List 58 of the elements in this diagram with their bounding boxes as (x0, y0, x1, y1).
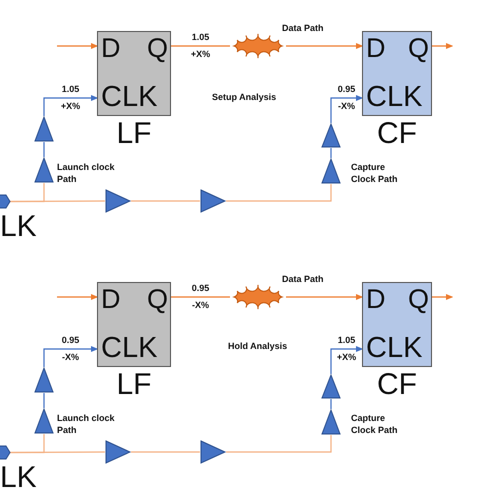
connector-line (171, 296, 230, 298)
path-label: Capture Clock Path (351, 412, 399, 436)
path-label: Launch clock Path (57, 412, 116, 436)
flip-flop-box (362, 31, 432, 116)
edge-label: 0.95 -X% (60, 334, 80, 364)
edge-label: 1.05 +X% (336, 334, 358, 364)
flip-flop-name: CF (376, 118, 418, 150)
connector-line (286, 294, 364, 300)
pin-label: CLK (101, 334, 158, 363)
connector-line (330, 148, 332, 158)
pin-label: Q (408, 286, 429, 313)
connector-line (330, 346, 364, 374)
connector-line (43, 393, 45, 408)
connector-line (131, 200, 200, 202)
connector-line (432, 294, 454, 300)
connector-line (43, 346, 98, 367)
connector-line (131, 451, 200, 453)
flip-flop-box (362, 282, 432, 367)
edge-label: 1.05 +X% (60, 83, 82, 113)
flip-flop-box (97, 282, 171, 367)
edge-label: 0.95 -X% (336, 83, 356, 113)
connector-line (330, 95, 364, 123)
analysis-title: Setup Analysis (212, 91, 276, 103)
pin-label: D (101, 35, 120, 62)
pin-label: CLK (366, 334, 422, 363)
connector-line (330, 399, 332, 409)
edge-label: 0.95 -X% (190, 282, 210, 312)
path-label: Launch clock Path (57, 161, 116, 185)
analysis-title: Hold Analysis (228, 340, 288, 352)
path-label: Data Path (282, 273, 325, 285)
pin-label: D (366, 35, 386, 62)
connector-line (226, 184, 332, 202)
flip-flop-name: LF (115, 369, 152, 401)
connector-line (43, 142, 45, 157)
flip-flop-name: LF (115, 118, 152, 150)
connector-line (43, 95, 98, 116)
connector-line (286, 43, 364, 49)
pin-label: Q (146, 286, 168, 313)
pin-label: CLK (101, 83, 158, 112)
flip-flop-name: CF (376, 369, 418, 401)
port-label: LK (0, 211, 38, 243)
connector-line (226, 435, 332, 453)
connector-line (432, 43, 454, 49)
edge-label: 1.05 +X% (190, 31, 212, 61)
pin-label: CLK (366, 83, 422, 112)
pin-label: D (101, 286, 120, 313)
connector-line (10, 434, 45, 454)
port-label: LK (0, 462, 38, 494)
connector-line (57, 43, 98, 49)
path-label: Data Path (282, 22, 325, 34)
pin-label: Q (146, 35, 168, 62)
connector-line (10, 183, 45, 202)
pin-label: D (366, 286, 386, 313)
path-label: Capture Clock Path (351, 161, 399, 185)
connector-line (171, 45, 230, 47)
pin-label: Q (408, 35, 429, 62)
flip-flop-box (97, 31, 171, 116)
connector-line (57, 294, 98, 300)
